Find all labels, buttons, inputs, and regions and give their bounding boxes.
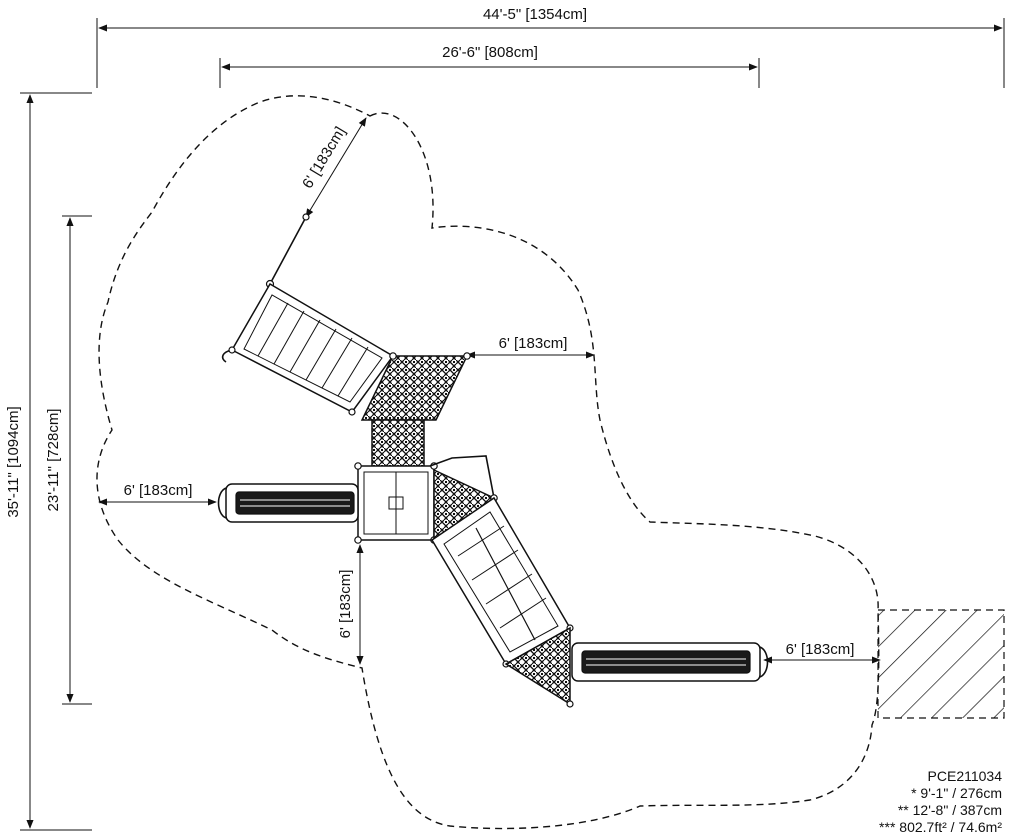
hatched-adjacent-zone (877, 609, 1005, 719)
connector-walkway (371, 419, 425, 471)
overall-width-dimension: 44'-5" [1354cm] (96, 4, 1005, 88)
spec-notes: PCE211034 * 9'-1" / 276cm ** 12'-8" / 38… (879, 768, 1002, 836)
note-line-3: *** 802.7ft² / 74.6m² (879, 819, 1002, 835)
structure-width-label: 26'-6" [808cm] (442, 44, 538, 61)
left-slide-clearance-dimension: 6' [183cm] (98, 482, 217, 506)
angled-slide (430, 496, 574, 668)
structure-width-dimension: 26'-6" [808cm] (219, 42, 760, 88)
model-number: PCE211034 (927, 768, 1002, 784)
left-slide-clearance-label: 6' [183cm] (124, 482, 193, 499)
lower-slide-clearance-label: 6' [183cm] (786, 641, 855, 658)
ladder-rail (265, 213, 310, 289)
climbing-ladder (221, 282, 395, 416)
overall-depth-dimension: 35'-11" [1094cm] (5, 92, 92, 831)
right-deck-clearance-label: 6' [183cm] (499, 335, 568, 352)
lower-slide-clearance-dimension: 6' [183cm] (763, 641, 881, 664)
structure-depth-label: 23'-11" [728cm] (45, 409, 62, 512)
use-zone-boundary (96, 95, 880, 830)
upper-clearance-dimension: 6' [183cm] (299, 117, 367, 218)
note-line-2: ** 12'-8" / 387cm (897, 802, 1002, 818)
below-deck-clearance-label: 6' [183cm] (337, 570, 354, 639)
overall-width-label: 44'-5" [1354cm] (483, 6, 587, 23)
lower-tube-slide (571, 642, 769, 682)
below-deck-clearance-dimension: 6' [183cm] (337, 544, 364, 665)
lower-deck-platform (504, 626, 571, 706)
right-deck-clearance-dimension: 6' [183cm] (466, 335, 595, 359)
structure-depth-dimension: 23'-11" [728cm] (45, 215, 92, 705)
main-deck (354, 462, 438, 544)
left-tube-slide (217, 483, 359, 523)
overall-depth-label: 35'-11" [1094cm] (5, 406, 22, 517)
upper-deck-platform (360, 355, 469, 421)
note-line-1: * 9'-1" / 276cm (911, 785, 1002, 801)
